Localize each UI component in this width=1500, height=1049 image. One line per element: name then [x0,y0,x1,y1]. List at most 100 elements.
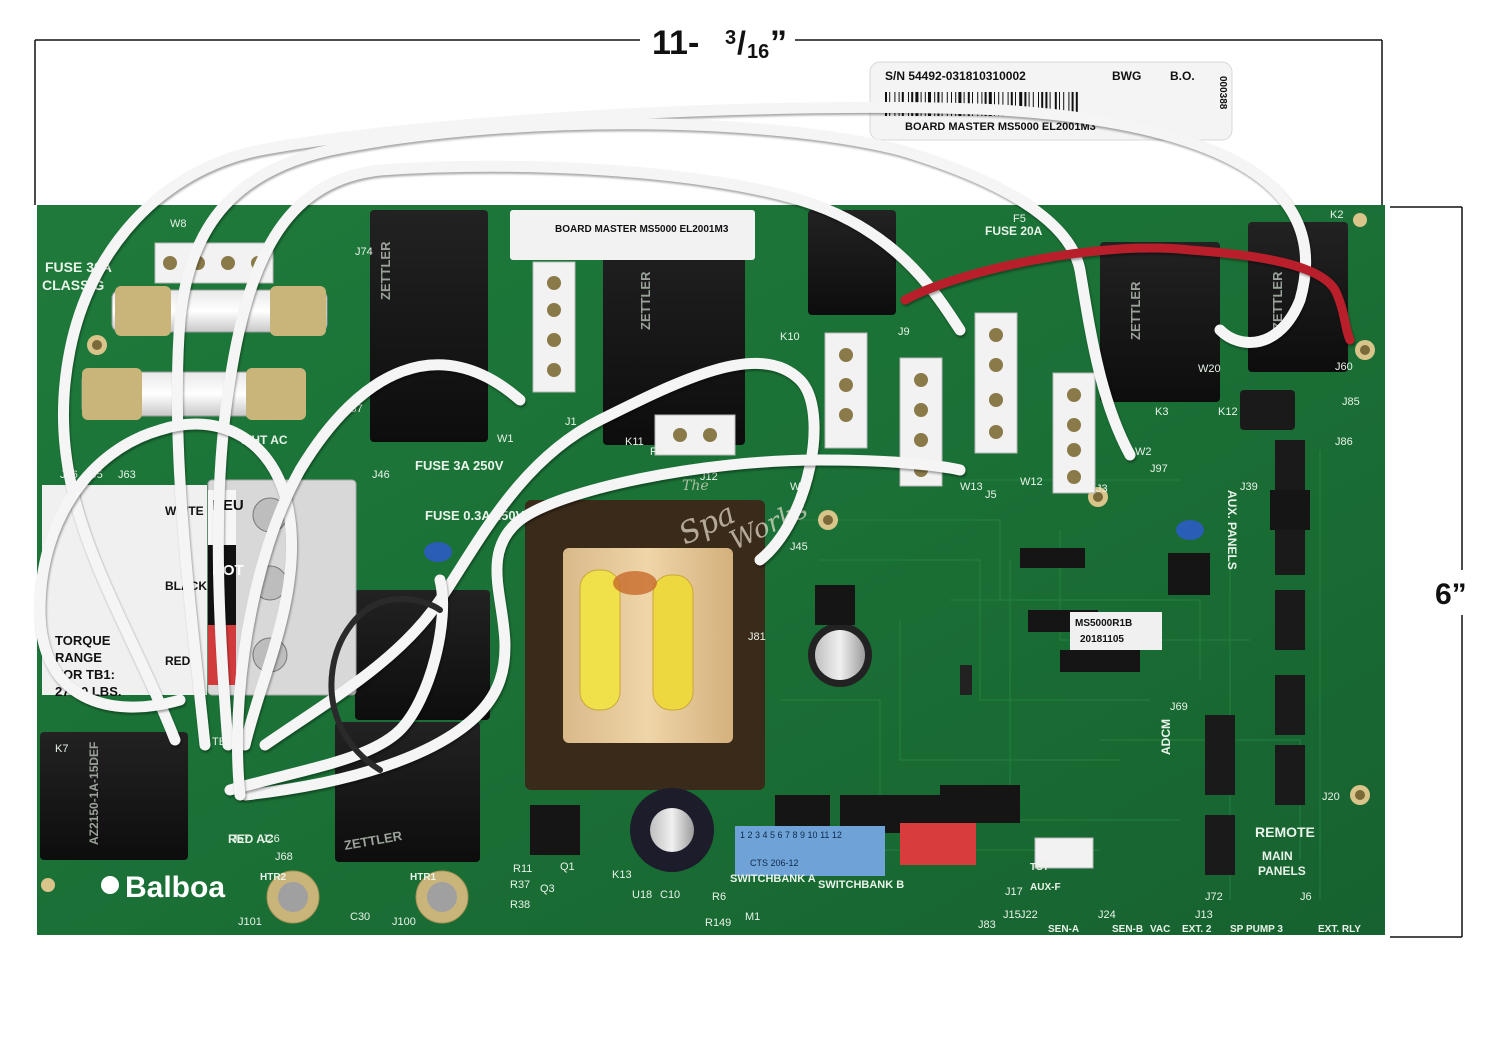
label-fuse-20a: FUSE 20A [985,224,1043,238]
relay-k11: ZETTLER [370,210,488,442]
width-label-slash: / [737,25,746,61]
width-label-den: 16 [747,41,769,63]
brand-name: Balboa [125,871,225,904]
serial-sticker: S/N 54492-031810310002 BWG B.O. BOARD MA… [869,61,1233,141]
fuse-bottom [81,368,306,420]
label-red-ac: RED AC [228,832,274,846]
designator-j20: J20 [1322,791,1340,803]
relay-k13-b: ZETTLER [335,722,480,862]
width-label-quote: ” [770,24,787,62]
relay-k13-a [355,590,490,720]
height-dimension: 6” [1390,206,1467,938]
designator-f5: F5 [1013,213,1026,225]
designator-q1: Q1 [560,861,575,873]
molex-pins [163,256,1081,484]
designator-j81: J81 [748,631,766,643]
label-main: MAIN [1262,849,1293,863]
label-fuse-3a: FUSE 3A 250V [415,458,504,473]
label-red: RED [165,654,191,668]
designator-j101: J101 [238,916,262,928]
dip-numbers: 1 2 3 4 5 6 7 8 9 10 11 12 [740,830,842,840]
heater-terminals [266,870,469,924]
designator-w12: W12 [1020,476,1043,488]
relay-k10: ZETTLER [603,220,745,445]
designator-u18: U18 [632,889,652,901]
designator-j86: J86 [1335,436,1353,448]
designator-j46: J46 [372,469,390,481]
designator-j100: J100 [392,916,416,928]
designator-j22: J22 [1020,909,1038,921]
designator-j69: J69 [1170,701,1188,713]
relay-brand: ZETTLER [1270,271,1285,330]
designator-w1: W1 [497,433,514,445]
label-ext-rly: EXT. RLY [1318,924,1361,935]
label-aux-f: AUX-F [1030,882,1061,893]
sticker-code1: BWG [1112,69,1141,83]
label-htr1: HTR1 [410,872,437,883]
sticker-code2: B.O. [1170,69,1195,83]
designator-j1: J1 [565,416,577,428]
label-switchbank-a: SWITCHBANK A [730,873,816,885]
brand-logo: Balboa [101,871,225,904]
watermark-line1: The [682,478,709,494]
wiring-harness [34,101,1355,801]
capacitor-large [808,623,872,687]
designator-r37: R37 [510,879,530,891]
sticker-description: BOARD MASTER MS5000 EL2001M3 [905,121,1096,133]
relay-brand: ZETTLER [378,241,393,300]
designator-k11: K11 [625,436,644,448]
label-htr2: HTR2 [260,872,287,883]
designator-j9: J9 [898,326,910,338]
designator-q3: Q3 [540,883,555,895]
label-tst: TST [1030,862,1049,873]
designator-w20: W20 [1198,363,1221,375]
designator-j74: J74 [355,246,373,258]
relay-brand: ZETTLER [638,271,653,330]
designator-k10: K10 [780,331,800,343]
chip-model-label: MS5000R1B 20181105 [1070,612,1162,650]
width-dimension: 11- 3 / 16 ” [34,24,1383,205]
designator-j63: J63 [118,469,136,481]
width-label-main: 11- [652,24,699,62]
label-vac: VAC [1150,924,1170,935]
label-fuse-03a: FUSE 0.3A 250V [425,508,525,523]
label-panels: PANELS [1258,864,1306,878]
relay-brand: ZETTLER [1128,281,1143,340]
designator-m1: M1 [745,911,760,923]
designator-j68: J68 [275,851,293,863]
fuse-top [111,286,328,336]
torque-line3: FOR TB1: [55,667,115,682]
designator-j97: J97 [1150,463,1168,475]
designator-w13: W13 [960,481,983,493]
relay-k3: ZETTLER [1100,242,1220,402]
switchbank-a: 1 2 3 4 5 6 7 8 9 10 11 12 CTS 206-12 [735,826,885,876]
dip-cts: CTS 206-12 [750,858,799,868]
label-adcm: ADCM [1159,719,1173,755]
sticker-side-number: 000388 [1217,76,1228,110]
designator-r11: R11 [513,863,532,875]
designator-j3: J3 [1096,483,1108,495]
designator-k12: K12 [1218,406,1238,418]
designator-j60: J60 [1335,361,1353,373]
model-label: MS5000R1B [1075,618,1132,629]
torque-line1: TORQUE [55,633,111,648]
designator-j39: J39 [1240,481,1258,493]
width-label-num: 3 [725,27,736,49]
designator-j13: J13 [1195,909,1213,921]
board-sticker-text: BOARD MASTER MS5000 EL2001M3 [555,224,729,235]
designator-j15: J15 [1003,909,1021,921]
designator-j24: J24 [1098,909,1116,921]
label-ext2: EXT. 2 [1182,924,1212,935]
relay-k7: AZ2150-1A-15DEF [40,732,188,860]
designator-r38: R38 [510,899,530,911]
designator-c10: C10 [660,889,680,901]
designator-r6: R6 [712,891,726,903]
designator-k7: K7 [55,743,68,755]
designator-w8: W8 [170,218,187,230]
designator-j85: J85 [1342,396,1360,408]
mounting-holes [41,213,1375,892]
designator-f4: F4 [650,446,663,458]
sticker-serial: S/N 54492-031810310002 [885,69,1026,83]
